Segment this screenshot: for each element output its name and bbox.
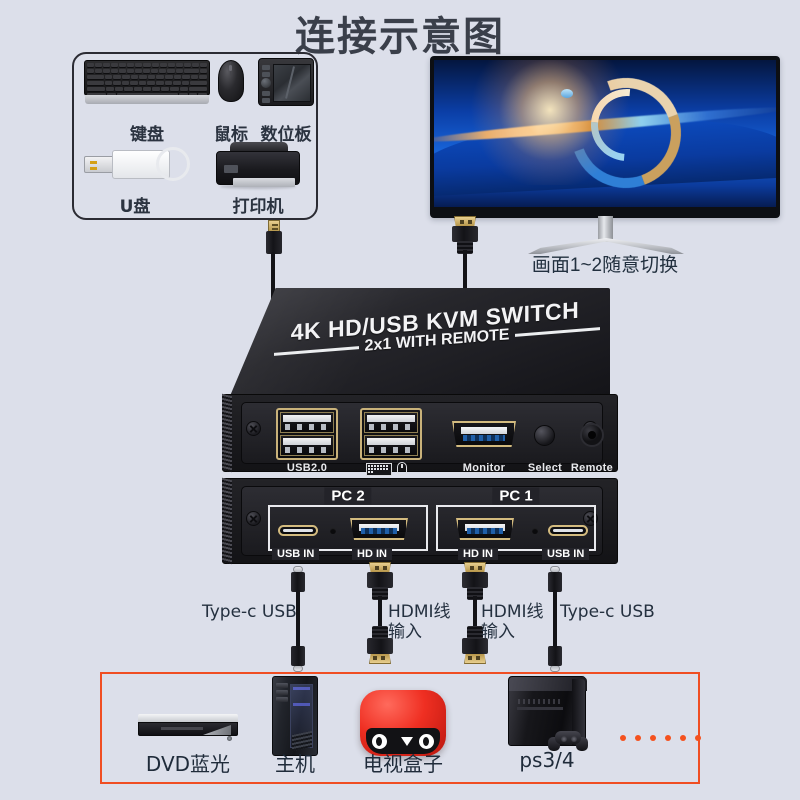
peripheral-label-mouse: 鼠标: [214, 125, 248, 145]
peripheral-label-printer: 打印机: [232, 197, 284, 217]
page-title: 连接示意图: [295, 14, 505, 60]
remote-jack[interactable]: [580, 423, 604, 447]
source-label-ps: ps3/4: [519, 748, 575, 772]
pc2-hd-in-port[interactable]: [350, 518, 408, 540]
peripherals-group-box: [72, 52, 318, 220]
pc1-hd-in-port[interactable]: [456, 518, 514, 540]
remote-label: Remote: [570, 462, 614, 474]
cable-label-hdmi-right: HDMI线 输入: [481, 602, 544, 642]
select-label: Select: [527, 462, 563, 474]
pc2-input-group: PC 2 USB IN HD IN: [268, 487, 428, 560]
cable-label-typec-left: Type-c USB: [202, 602, 297, 622]
typec-plug-top-left: [291, 566, 305, 592]
hdmi-left-line2: 输入: [388, 622, 422, 642]
drawing-tablet-icon: [258, 58, 314, 106]
hdmi-right-line1: HDMI线: [481, 602, 544, 622]
usb-hub-port-b[interactable]: [360, 408, 422, 460]
desktop-tower-icon: [272, 676, 318, 756]
hdmi-left-line1: HDMI线: [388, 602, 451, 622]
pc1-usb-in-port[interactable]: [548, 525, 588, 536]
dvd-player-icon: [138, 714, 238, 741]
kvm-top-face: [230, 288, 610, 396]
pc2-usb-in-label: USB IN: [272, 548, 320, 560]
game-controller-icon: [548, 728, 588, 751]
monitor-wallpaper: [434, 60, 776, 207]
cable-hdmi-left: [378, 596, 382, 632]
panel-screw: [246, 511, 261, 526]
source-label-host: 主机: [275, 752, 315, 776]
pc1-hd-in-label: HD IN: [458, 548, 498, 560]
pc2-hd-in-label: HD IN: [352, 548, 392, 560]
monitor-output-port[interactable]: [452, 421, 516, 447]
kvm-front-panel: USB2.0 Monitor Select Remote: [222, 393, 618, 476]
monitor-caption: 画面1~2随意切换: [531, 255, 679, 276]
typec-plug-top-right: [548, 566, 562, 592]
usb-a-plug-peripheral-end: [266, 220, 282, 254]
hdmi-right-line2: 输入: [481, 622, 515, 642]
cable-typec-right: [553, 590, 557, 650]
pc2-status-led: [330, 528, 336, 534]
peripheral-label-tablet: 数位板: [260, 125, 312, 145]
keyboard-port-icon: [366, 463, 392, 476]
typec-plug-bottom-right: [548, 646, 562, 672]
source-devices-group-box: [100, 672, 700, 784]
typec-plug-bottom-left: [291, 646, 305, 672]
keyboard-icon: [84, 60, 210, 106]
source-label-tvbox: 电视盒子: [363, 752, 443, 776]
monitor-port-label: Monitor: [462, 462, 506, 474]
pc1-input-group: PC 1 HD IN USB IN: [436, 487, 596, 560]
usb-hub-label: USB2.0: [286, 462, 328, 474]
hdmi-plug-top-right: [462, 562, 488, 600]
pc2-group-label: PC 2: [324, 487, 372, 505]
source-label-dvd: DVD蓝光: [145, 752, 231, 776]
tv-box-icon: [360, 690, 446, 760]
pc1-status-led: [532, 528, 538, 534]
cable-typec-left: [296, 590, 300, 650]
cable-label-hdmi-left: HDMI线 输入: [388, 602, 451, 642]
more-devices-indicator: [620, 735, 701, 741]
mouse-port-icon: [397, 462, 407, 476]
hdmi-plug-top-left: [367, 562, 393, 600]
kvm-switch-device: 4K HD/USB KVM SWITCH 2x1 WITH REMOTE USB…: [222, 288, 620, 570]
peripheral-label-udisk: U盘: [119, 197, 151, 217]
usb-hub-port-a[interactable]: [276, 408, 338, 460]
kvm-back-panel: PC 2 USB IN HD IN PC 1 HD IN: [222, 477, 618, 565]
cable-label-typec-right: Type-c USB: [560, 602, 655, 622]
panel-screw: [246, 421, 261, 436]
pc1-usb-in-label: USB IN: [542, 548, 590, 560]
playstation-console-icon: [508, 676, 588, 758]
pc2-usb-in-port[interactable]: [278, 525, 318, 536]
mouse-icon: [218, 60, 244, 104]
usb-flash-drive-icon: [84, 144, 194, 186]
cable-hdmi-right: [473, 596, 477, 632]
pc1-group-label: PC 1: [492, 487, 540, 505]
peripheral-label-keyboard: 键盘: [130, 125, 164, 145]
printer-icon: [212, 142, 304, 194]
hdmi-plug-monitor-end: [452, 216, 478, 254]
select-button[interactable]: [534, 425, 555, 446]
monitor-display: [430, 56, 780, 254]
